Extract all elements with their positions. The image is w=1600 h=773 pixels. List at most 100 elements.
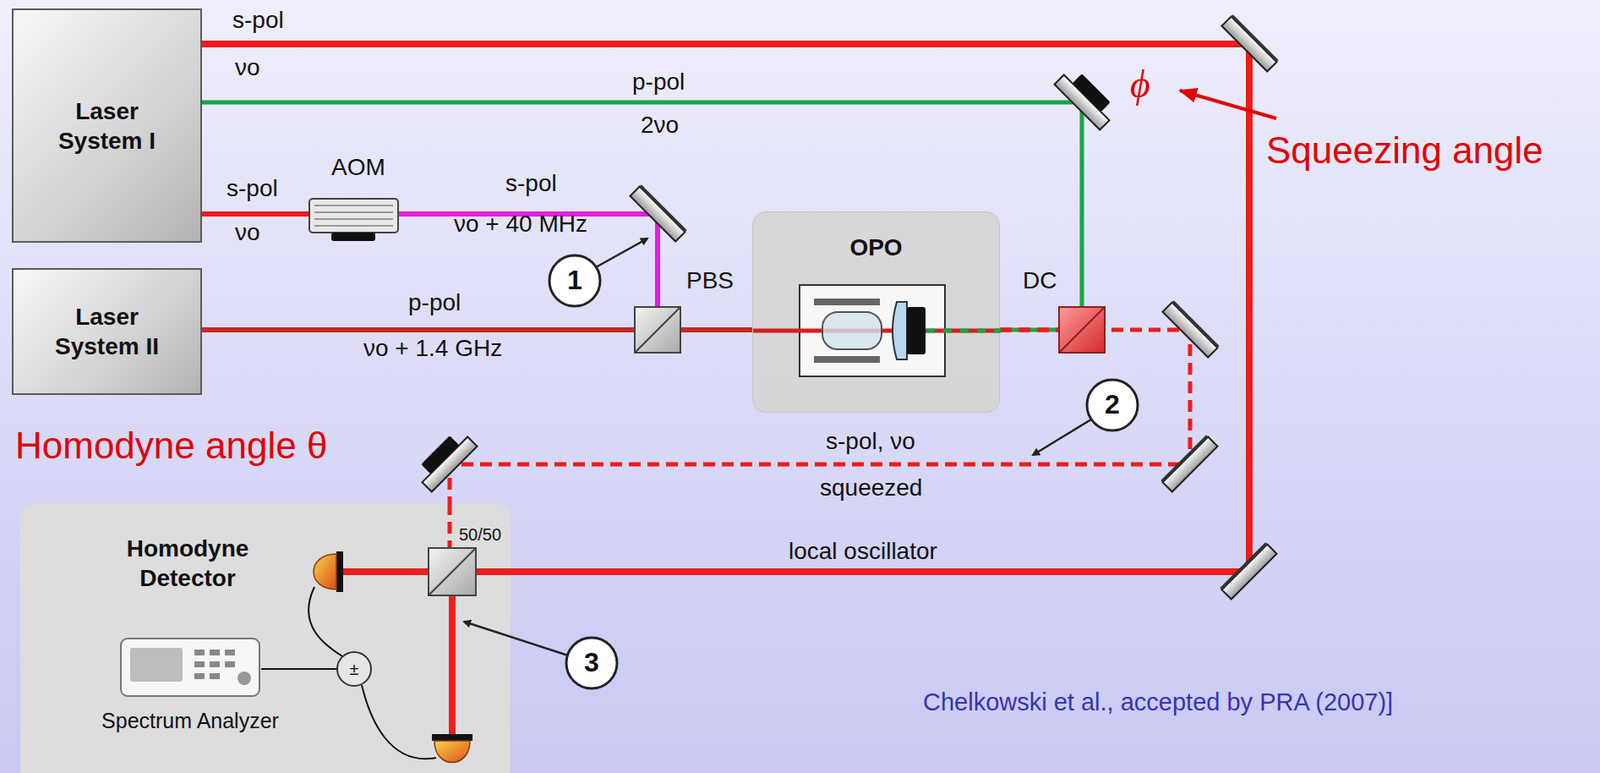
analyzer-icon [194,649,205,656]
aom-modulator [309,198,399,233]
aom-modulator [331,232,376,241]
beam-label: s-pol [505,170,557,197]
beam-overlay [1001,327,1059,333]
analyzer-icon [224,649,235,656]
dichroic-cube [1059,306,1105,353]
pbs-cube [634,306,681,353]
mirrors [1221,14,1278,71]
analyzer-icon [130,647,183,682]
beam-label: s-pol, νo [825,428,916,455]
beam-label: 2νo [640,112,679,139]
analyzer-icon [194,672,205,679]
opo-cavity [753,284,1001,377]
beam-label: DC [1022,267,1057,295]
beam-label: s-pol [226,175,279,203]
beam-label: squeezed [819,475,923,502]
analyzer-icon [194,660,205,667]
homodyne-optics [337,651,372,686]
beam-label: p-pol [408,289,461,317]
homodyne-optics [566,637,618,689]
homodyne-optics [464,621,568,656]
beam-label: νo + 40 MHz [453,211,588,238]
homodyne-optics [261,667,338,670]
beam-label: ± [349,659,360,678]
beam-label: νo + 1.4 GHz [363,335,503,362]
analyzer-node: Spectrum Analyzer [80,637,301,743]
opo-cavity [906,306,926,355]
callouts [595,238,648,268]
aom-modulator [314,204,394,207]
beam-label: 50/50 [458,524,502,544]
beam-label: Squeezing angle [1266,130,1544,171]
homodyne-optics [428,547,476,596]
aom-modulator [314,218,394,220]
callouts [549,255,601,306]
aom-modulator [314,224,394,227]
mirrors [412,14,1278,599]
callouts [1086,379,1138,431]
opo-band: OPO [752,211,1000,413]
homodyne-optics [361,684,437,759]
pbs-cube [634,306,681,353]
mirrors [412,426,477,492]
mirrors [629,184,687,241]
pbs-cube [634,306,681,353]
analyzer-icon [209,649,220,656]
beam-label: local oscillator [788,538,938,565]
analyzer-icon [209,672,220,679]
beam-label: AOM [331,154,386,181]
dichroic-cube [1059,306,1105,353]
analyzer-icon [120,637,261,697]
homodyne-optics [261,502,618,763]
detector-panel: Homodyne Detector Spectrum Analyzer [20,502,511,773]
homodyne-optics [431,733,473,741]
analyzer-icon [120,638,260,696]
homodyne-optics [448,595,456,734]
homodyne-optics [447,502,453,550]
beam-label: PBS [686,267,734,295]
homodyne-optics [20,502,511,773]
opo-cavity [813,298,880,306]
callout-number: 2 [1104,389,1120,420]
beam-label: Homodyne angle θ [15,425,328,466]
laser-box: Laser System II [11,267,203,395]
opo-cavity [892,301,907,360]
mirrors [1162,300,1219,357]
laser-beam [202,43,1250,572]
opo-cavity [813,355,880,363]
homodyne-optics [434,740,470,763]
beam-overlay [202,211,312,217]
mirrors [1053,65,1119,130]
aom-modulator [309,198,399,241]
callout-number: 3 [584,647,600,678]
pointer-arrow [1179,90,1277,119]
beam-label: Chelkowski et al., accepted by PRA (2007… [922,688,1393,716]
beam-label: s-pol [232,7,284,34]
aom-modulator [314,211,394,213]
beam-label: νo [234,219,261,246]
analyzer-icon [237,671,252,685]
analyzer-icon [209,660,220,667]
opo-cavity [926,328,1001,334]
mirrors [1219,541,1277,599]
dichroic-cube [1059,306,1105,353]
beam-label: ϕ [1130,63,1151,107]
callouts [1032,419,1092,455]
analyzer-icon [224,660,235,667]
mirrors [1160,434,1218,492]
homodyne-optics [428,547,476,596]
laser-box: Laser System I [11,8,203,243]
node-label: OPO [849,234,902,262]
homodyne-optics [313,553,337,590]
beam-label: p-pol [632,69,685,96]
opo-cavity [822,311,882,350]
beam-label: νo [234,54,261,82]
homodyne-optics [343,567,429,575]
callout-number: 1 [567,265,583,295]
node-label: Spectrum Analyzer [101,708,279,733]
node-label: Homodyne Detector [103,533,273,593]
node-label: Laser System II [35,301,180,361]
homodyne-optics [336,551,344,592]
homodyne-optics [308,586,343,656]
node-label: Laser System I [35,96,180,156]
